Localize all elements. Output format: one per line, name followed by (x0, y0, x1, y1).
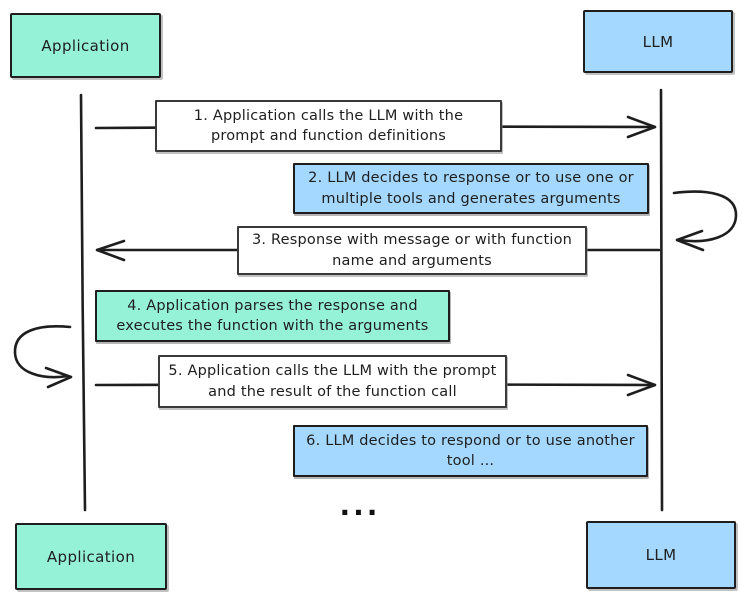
llm-self-loop-arrow (672, 190, 738, 243)
actor-box-application-top: Application (10, 13, 161, 78)
message-text-5: 5. Application calls the LLM with the pr… (168, 363, 497, 400)
application-self-loop-head (44, 366, 73, 389)
message-box-5: 5. Application calls the LLM with the pr… (158, 355, 507, 408)
actor-label-application-top: Application (41, 36, 130, 55)
actor-box-llm-bottom: LLM (586, 521, 736, 589)
actor-label-llm-top: LLM (642, 32, 674, 51)
message-text-1: 1. Application calls the LLM with the pr… (193, 107, 464, 144)
message-box-6: 6. LLM decides to respond or to use anot… (293, 425, 648, 477)
message-box-3: 3. Response with message or with functio… (237, 226, 587, 275)
lifeline-llm (659, 88, 664, 512)
message-box-2: 2. LLM decides to response or to use one… (293, 163, 649, 214)
actor-box-llm-top: LLM (583, 10, 733, 73)
arrow-1-head (626, 115, 657, 139)
actor-label-llm-bottom: LLM (645, 546, 677, 564)
application-self-loop-arrow (13, 325, 72, 379)
message-text-6: 6. LLM decides to respond or to use anot… (306, 432, 635, 469)
message-text-3: 3. Response with message or with functio… (251, 232, 573, 269)
llm-self-loop-head (675, 229, 705, 252)
message-box-1: 1. Application calls the LLM with the pr… (155, 100, 502, 152)
actor-box-application-bottom: Application (15, 523, 167, 590)
arrow-5-head (626, 373, 657, 397)
message-text-2: 2. LLM decides to response or to use one… (308, 170, 634, 207)
continuation-ellipsis: ... (339, 489, 381, 522)
message-box-4: 4. Application parses the response and e… (95, 290, 450, 342)
lifeline-application (79, 93, 87, 512)
arrow-3-head (95, 239, 126, 262)
message-text-4: 4. Application parses the response and e… (116, 297, 429, 334)
actor-label-application-bottom: Application (46, 547, 136, 566)
